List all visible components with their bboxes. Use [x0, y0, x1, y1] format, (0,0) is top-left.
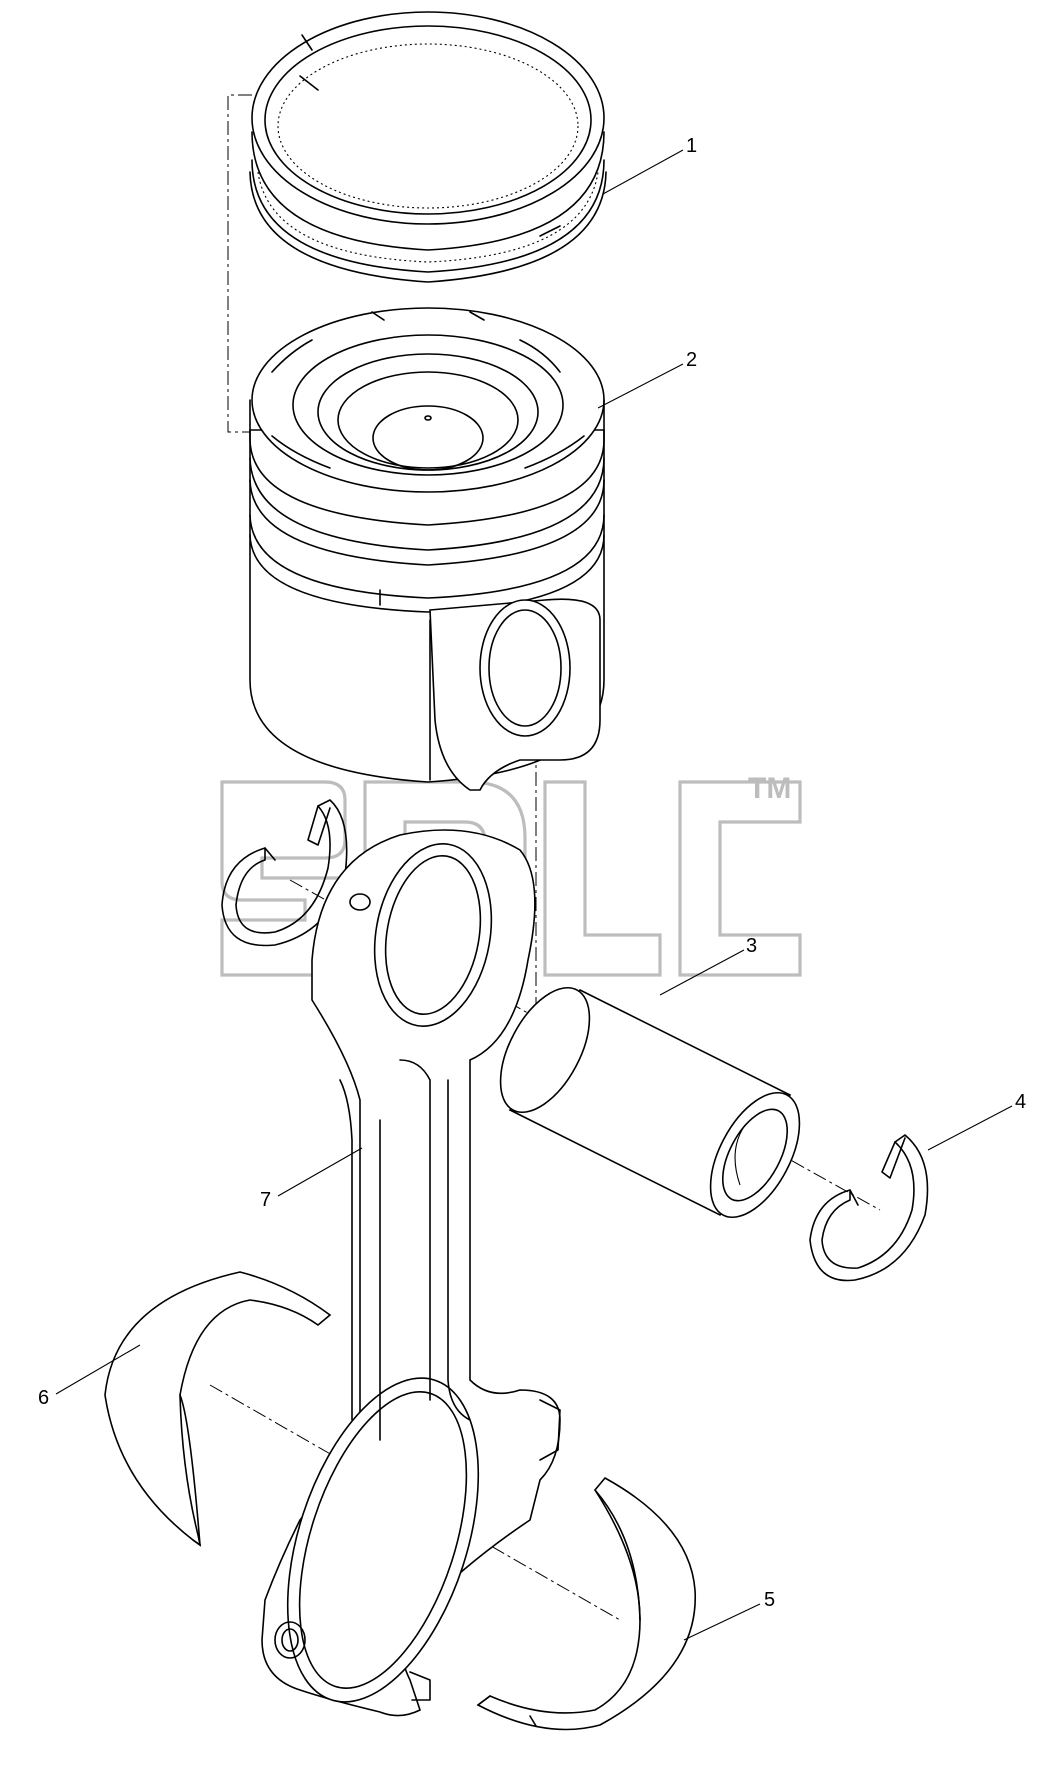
- callout-label-5: 5: [764, 1589, 775, 1611]
- callout-3: 3: [659, 935, 757, 996]
- callout-label-4: 4: [1015, 1091, 1026, 1113]
- callout-label-7: 7: [260, 1189, 271, 1211]
- callout-label-1: 1: [686, 135, 697, 157]
- retaining-ring-icon: [809, 1134, 929, 1282]
- piston-icon: [249, 307, 605, 791]
- callout-1: 1: [602, 135, 697, 195]
- retaining-ring-left-icon: [221, 799, 348, 947]
- callout-7: 7: [260, 1147, 363, 1211]
- upper-bearing-shell-icon: [104, 1271, 332, 1547]
- callout-2: 2: [597, 349, 697, 409]
- callout-4: 4: [927, 1091, 1026, 1151]
- piston-pin-icon: [499, 986, 801, 1219]
- callout-5: 5: [683, 1589, 775, 1641]
- trademark-symbol: TM: [748, 772, 791, 805]
- callout-6: 6: [38, 1344, 141, 1409]
- piston-rings-icon: [249, 11, 607, 283]
- connecting-rod-icon: [261, 829, 561, 1717]
- lower-bearing-shell-icon: [476, 1476, 696, 1731]
- callout-label-3: 3: [746, 935, 757, 957]
- callout-label-2: 2: [686, 349, 697, 371]
- callout-label-6: 6: [38, 1387, 49, 1409]
